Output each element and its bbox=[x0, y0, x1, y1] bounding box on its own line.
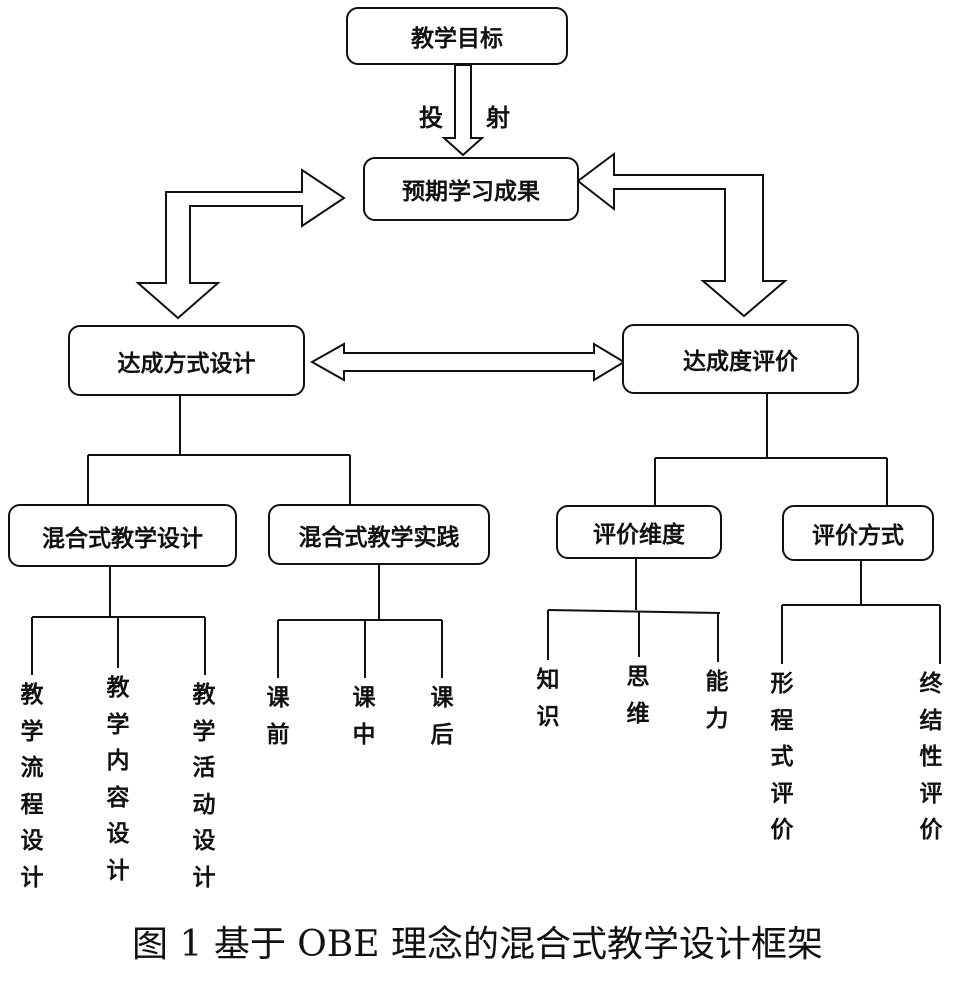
leaf-thinking: 思维 bbox=[626, 664, 650, 727]
projection-arrow bbox=[441, 64, 485, 157]
leaf-in-class: 课中 bbox=[352, 685, 376, 748]
node-eval-dimension: 评价维度 bbox=[556, 505, 722, 559]
leaf-before-class: 课前 bbox=[266, 685, 290, 748]
leaf-after-class: 课后 bbox=[430, 685, 454, 748]
projection-label-left: 投 bbox=[419, 104, 443, 132]
projection-label-right: 射 bbox=[486, 104, 510, 132]
node-teaching-goal: 教学目标 bbox=[346, 7, 568, 65]
node-eval-method: 评价方式 bbox=[782, 505, 934, 561]
leaf-formative-eval: 形程式评价 bbox=[770, 671, 794, 843]
node-blended-practice: 混合式教学实践 bbox=[268, 504, 490, 565]
bidirectional-arrow bbox=[309, 342, 626, 382]
figure-caption: 图 1 基于 OBE 理念的混合式教学设计框架 bbox=[132, 924, 823, 965]
left-elbow-arrow bbox=[135, 168, 346, 320]
leaf-teaching-process: 教学流程设计 bbox=[20, 682, 44, 891]
leaf-ability: 能力 bbox=[705, 669, 729, 732]
leaf-summative-eval: 终结性评价 bbox=[919, 671, 943, 843]
leaf-knowledge: 知识 bbox=[536, 667, 560, 730]
leaf-teaching-activity: 教学活动设计 bbox=[192, 682, 216, 891]
node-blended-design: 混合式教学设计 bbox=[8, 504, 237, 567]
node-expected-outcome: 预期学习成果 bbox=[363, 157, 579, 221]
right-elbow-arrow bbox=[576, 152, 788, 318]
leaf-teaching-content: 教学内容设计 bbox=[106, 675, 130, 884]
node-achieve-eval: 达成度评价 bbox=[622, 324, 859, 394]
node-achieve-design: 达成方式设计 bbox=[68, 325, 305, 396]
